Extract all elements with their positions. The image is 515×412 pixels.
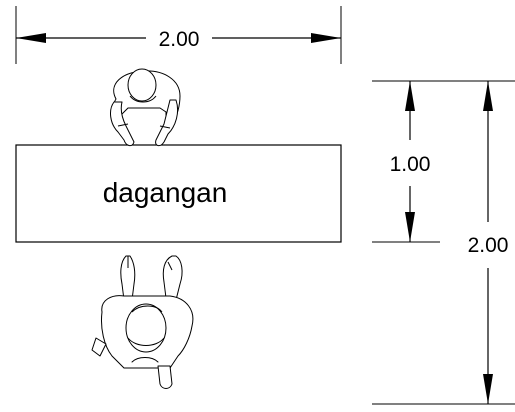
person-bottom-icon bbox=[91, 255, 194, 389]
arrowhead-down-icon bbox=[405, 212, 415, 242]
right-arm bbox=[155, 99, 179, 147]
left-arm bbox=[110, 101, 135, 147]
shoulder-line bbox=[127, 337, 165, 346]
person-top-icon bbox=[110, 68, 181, 147]
right-dimensions: 1.00 2.00 bbox=[372, 80, 515, 405]
collar bbox=[131, 357, 159, 363]
left-hand bbox=[91, 337, 107, 357]
right-raised-arm bbox=[162, 255, 183, 301]
arrowhead-down-icon bbox=[483, 374, 493, 404]
top-dimension-label: 2.00 bbox=[159, 28, 200, 51]
cuffs bbox=[117, 123, 171, 129]
table-outline bbox=[15, 144, 342, 243]
table-label: dagangan bbox=[103, 177, 228, 208]
arrowhead-up-icon bbox=[483, 81, 493, 111]
arrowhead-up-icon bbox=[405, 81, 415, 111]
hair-line bbox=[129, 95, 157, 103]
table: dagangan bbox=[15, 144, 342, 243]
arrowhead-right-icon bbox=[311, 33, 341, 43]
hair-line bbox=[131, 305, 163, 313]
inner-dimension-label: 1.00 bbox=[390, 153, 431, 176]
outer-dimension-label: 2.00 bbox=[468, 234, 509, 257]
top-dimension: 2.00 bbox=[15, 6, 342, 64]
head bbox=[125, 303, 167, 353]
head bbox=[127, 68, 157, 102]
right-finger bbox=[167, 261, 173, 271]
foot bbox=[157, 365, 173, 389]
arrowhead-left-icon bbox=[16, 33, 46, 43]
